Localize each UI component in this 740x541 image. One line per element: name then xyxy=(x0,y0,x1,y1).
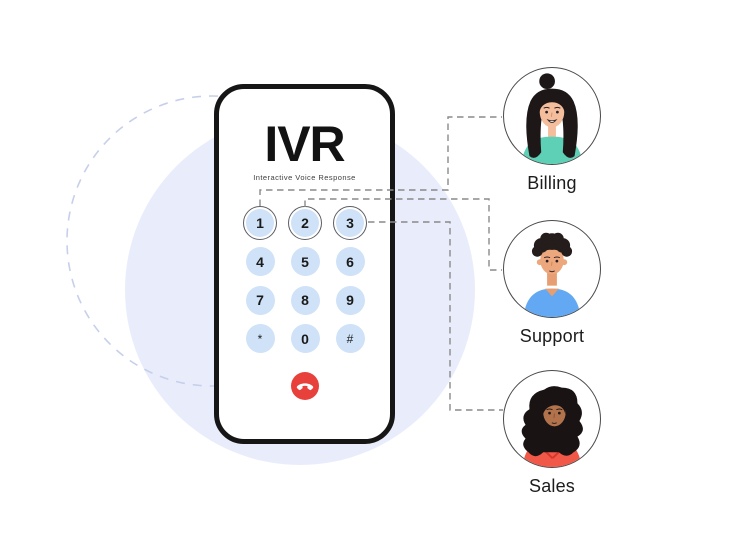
keypad-key: * xyxy=(243,322,277,356)
keypad-key-label: 5 xyxy=(290,247,320,276)
billing-person-icon xyxy=(521,73,583,164)
ivr-title: IVR xyxy=(264,116,345,172)
keypad-key-label: * xyxy=(245,324,275,353)
keypad-key: 2 xyxy=(288,206,322,240)
keypad-key: 8 xyxy=(288,283,322,317)
keypad-key-label: 8 xyxy=(290,285,320,315)
department-label: Sales xyxy=(528,476,576,496)
phone-keypad: 1 2 3 4 5 6 7 8 9 * 0 # xyxy=(243,206,367,356)
keypad-key: 5 xyxy=(288,245,322,279)
phone-frame: IVR Interactive Voice Response 1 2 3 4 5… xyxy=(214,84,395,444)
support-person-icon xyxy=(523,232,581,317)
keypad-key: 9 xyxy=(333,283,367,317)
keypad-key: 3 xyxy=(333,206,367,240)
sales-avatar xyxy=(503,370,601,468)
billing-avatar xyxy=(503,67,601,165)
keypad-key: 1 xyxy=(243,206,277,240)
keypad-key-label: 0 xyxy=(290,324,320,353)
ivr-subtitle: Interactive Voice Response xyxy=(253,173,356,182)
end-call-button xyxy=(290,372,319,400)
keypad-key-label: 6 xyxy=(335,247,365,276)
department-billing: Billing xyxy=(503,67,601,194)
keypad-key: 7 xyxy=(243,283,277,317)
keypad-key-label: 9 xyxy=(335,285,365,315)
keypad-key: 0 xyxy=(288,322,322,356)
sales-person-icon xyxy=(521,386,583,467)
department-label: Support xyxy=(519,326,585,346)
support-shirt xyxy=(523,288,581,317)
keypad-key-label: 1 xyxy=(243,206,277,240)
keypad-key: 6 xyxy=(333,245,367,279)
end-call-icon xyxy=(296,383,313,391)
keypad-key-label: 7 xyxy=(245,285,275,315)
department-label: Billing xyxy=(527,173,577,193)
keypad-key-label: 3 xyxy=(333,206,367,240)
keypad-key-label: # xyxy=(335,324,365,353)
department-sales: Sales xyxy=(503,370,601,497)
keypad-key-label: 4 xyxy=(245,247,275,276)
department-support: Support xyxy=(503,220,601,347)
support-avatar xyxy=(503,220,601,318)
keypad-key: # xyxy=(333,322,367,356)
keypad-key-label: 2 xyxy=(288,206,322,240)
keypad-key: 4 xyxy=(243,245,277,279)
